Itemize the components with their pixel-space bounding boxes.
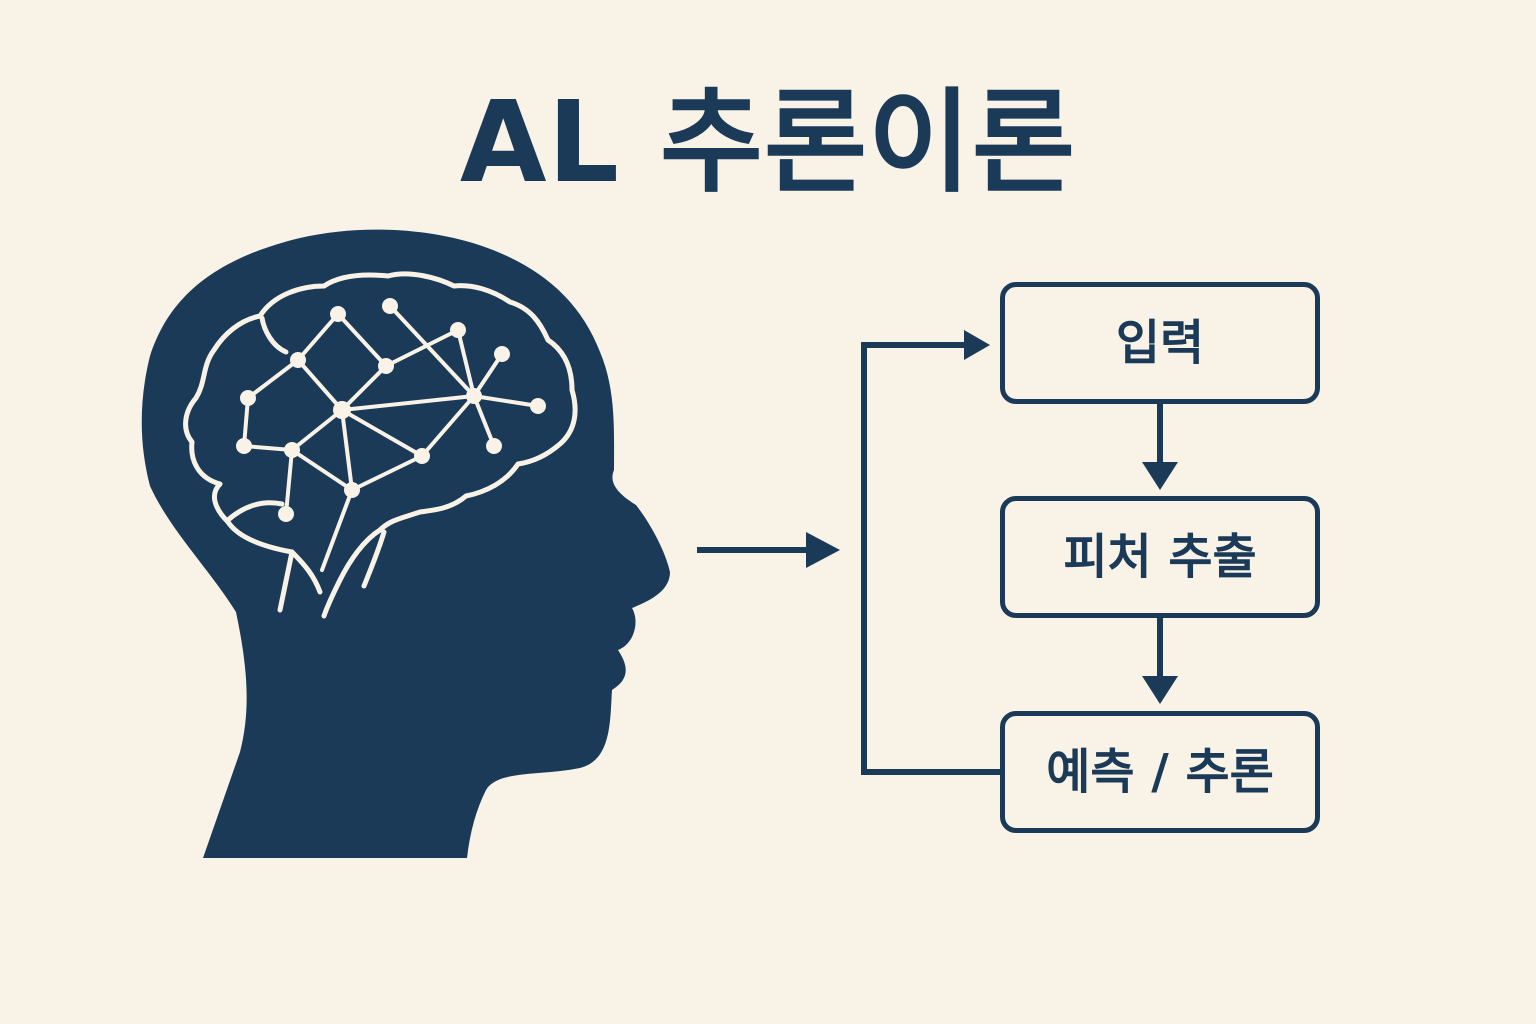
flow-step-input: 입력 bbox=[1000, 282, 1320, 404]
brain-network-icon bbox=[183, 271, 578, 619]
brain-outline bbox=[183, 271, 578, 619]
flow-step-feature-extraction: 피처 추출 bbox=[1000, 496, 1320, 618]
down-arrow-icon bbox=[1142, 676, 1178, 704]
flow-step-label: 입력 bbox=[1115, 315, 1205, 371]
brain-fold-1 bbox=[259, 315, 289, 355]
connector-arrows bbox=[697, 330, 1178, 775]
neural-links bbox=[242, 304, 540, 572]
right-arrow-icon bbox=[806, 532, 840, 568]
flow-step-label: 예측 / 추론 bbox=[1046, 744, 1274, 800]
neural-nodes bbox=[236, 298, 546, 522]
brain-fold-2 bbox=[225, 500, 285, 523]
flow-step-label: 피처 추출 bbox=[1063, 529, 1257, 585]
brain-fold-3 bbox=[289, 549, 323, 595]
feedback-arrow-icon bbox=[964, 330, 990, 360]
page-title: AL 추론이론 bbox=[459, 78, 1077, 208]
head-shape bbox=[141, 229, 670, 858]
brain-fold-4 bbox=[361, 529, 387, 589]
feedback-loop-line bbox=[861, 342, 1003, 775]
head-silhouette-icon bbox=[141, 229, 670, 858]
flow-step-prediction: 예측 / 추론 bbox=[1000, 711, 1320, 833]
down-arrow-icon bbox=[1142, 462, 1178, 490]
